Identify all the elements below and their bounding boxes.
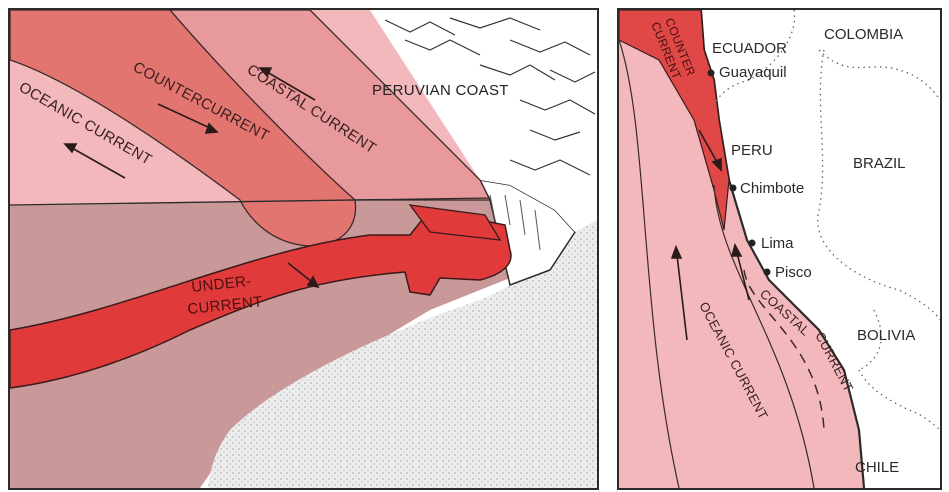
chile-label: CHILE <box>855 459 899 476</box>
chimbote-label: Chimbote <box>740 180 804 197</box>
peruvian-coast-label: PERUVIAN COAST <box>372 82 509 99</box>
map-svg: ECUADOR COLOMBIA PERU BRAZIL BOLIVIA CHI… <box>619 10 940 488</box>
lima-label: Lima <box>761 235 794 252</box>
coastal-map: ECUADOR COLOMBIA PERU BRAZIL BOLIVIA CHI… <box>617 8 942 490</box>
ecuador-label: ECUADOR <box>712 40 787 57</box>
pisco-label: Pisco <box>775 264 812 281</box>
cross-section-svg: OCEANIC CURRENT COUNTERCURRENT COASTAL C… <box>10 10 597 488</box>
peru-label: PERU <box>731 142 773 159</box>
ocean-area <box>619 10 864 488</box>
colombia-label: COLOMBIA <box>824 26 903 43</box>
bolivia-label: BOLIVIA <box>857 327 915 344</box>
guayaquil-label: Guayaquil <box>719 64 787 81</box>
brazil-label: BRAZIL <box>853 155 906 172</box>
cross-section-diagram: OCEANIC CURRENT COUNTERCURRENT COASTAL C… <box>8 8 599 490</box>
